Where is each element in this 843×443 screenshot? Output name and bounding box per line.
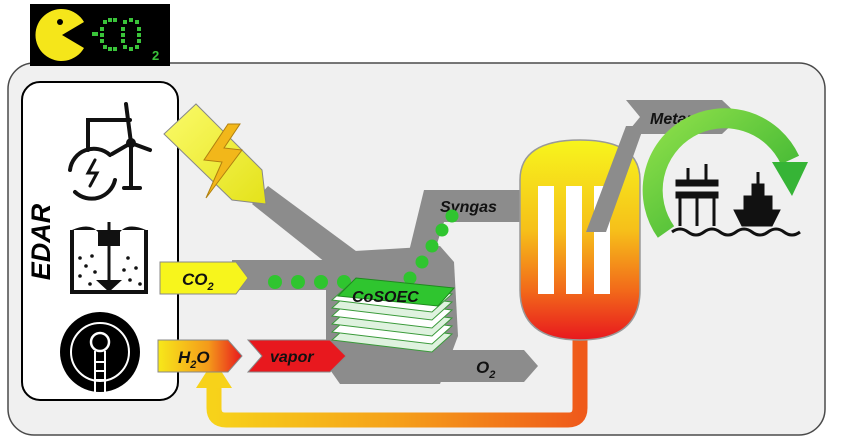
co2-arrow [159,261,249,295]
syngas-arrow [404,190,530,278]
metanol-outlet [586,126,644,232]
logo-dotted-text [92,18,141,51]
lightning-icon [203,123,243,199]
vapor-arrow [246,339,347,373]
edar-label: EDAR [26,203,56,280]
cosoec-label: CoSOEC [352,289,419,306]
cosoec-stack [330,277,456,353]
recycle-arrowhead [772,162,808,196]
digester-icon [60,312,140,392]
o2-arrow [430,350,538,382]
offshore-platform-icon [671,164,801,237]
logo: 2 [30,4,170,66]
h2o-arrow [157,339,243,373]
syngas-flow-dots [403,209,459,285]
heat-return-loop [206,340,588,428]
co2-label: CO2 [182,270,214,293]
energy-feed-channel [252,186,360,274]
o2-label: O2 [476,358,495,381]
h2o-label: H2O [178,348,210,371]
wind-turbine-icon [68,102,152,201]
vapor-label: vapor [270,349,314,366]
recycle-cycle-icon [642,108,800,238]
clarifier-tank-icon [70,222,148,294]
co2-flow-dots [268,275,351,289]
return-arrowhead [196,360,232,388]
pacman-icon [35,9,84,62]
logo-subscript: 2 [152,48,159,63]
